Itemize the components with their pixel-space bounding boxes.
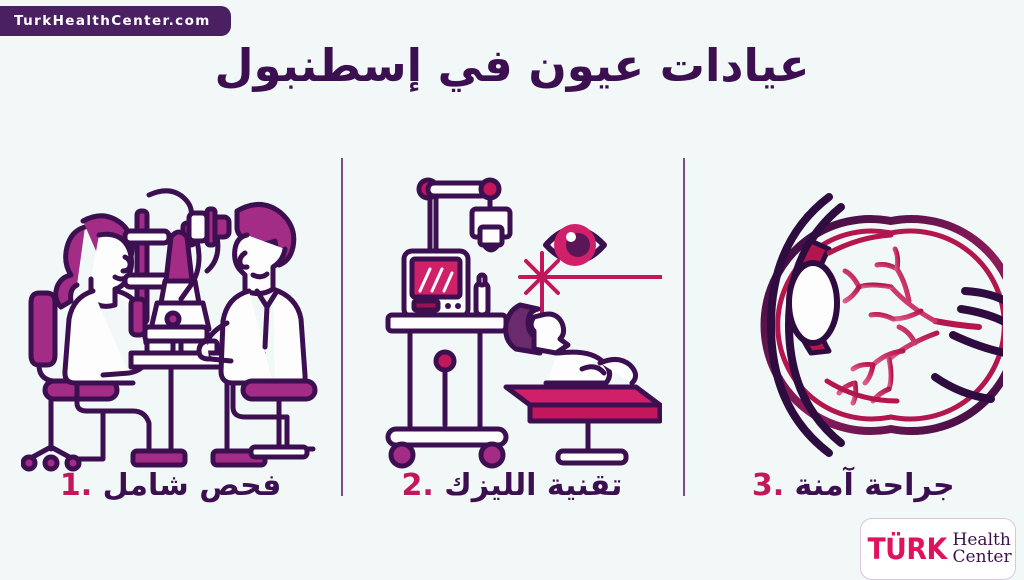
site-url-badge: TurkHealthCenter.com [0, 6, 231, 36]
brand-logo: TÜRK Health Center [860, 518, 1016, 580]
brand-logo-line1: Health [952, 529, 1011, 550]
caption-lasik: تقنية الليزك .2 [341, 468, 682, 518]
brand-logo-line2: Center [952, 547, 1012, 567]
caption-surgery: جراحة آمنة .3 [683, 468, 1024, 518]
page-title: عيادات عيون في إسطنبول [214, 39, 810, 92]
caption-lasik-number: .2 [401, 468, 434, 503]
brand-logo-inner: TÜRK Health Center [864, 529, 1012, 567]
eye-anatomy-cross-section-illustration [760, 193, 1004, 457]
caption-surgery-number: .3 [751, 468, 785, 503]
panel-lasik [341, 150, 682, 500]
eye-examination-slit-lamp-illustration [20, 188, 318, 472]
caption-exam-text: فحص شامل [102, 468, 282, 503]
caption-lasik-text: تقنية الليزك [444, 468, 623, 503]
panel-divider-1 [341, 158, 343, 496]
panel-divider-2 [683, 158, 685, 496]
brand-logo-turk: TÜRK [867, 531, 948, 566]
caption-surgery-text: جراحة آمنة [794, 468, 955, 503]
brand-logo-healthcenter: Health Center [952, 529, 1012, 567]
captions-row: فحص شامل .1 تقنية الليزك .2 جراحة آمنة .… [0, 468, 1024, 518]
panel-exam [0, 150, 341, 500]
caption-exam-number: .1 [59, 468, 93, 503]
panels-row [0, 150, 1024, 500]
lasik-laser-machine-illustration [385, 177, 662, 469]
panel-surgery [683, 150, 1024, 500]
caption-exam: فحص شامل .1 [0, 468, 341, 518]
